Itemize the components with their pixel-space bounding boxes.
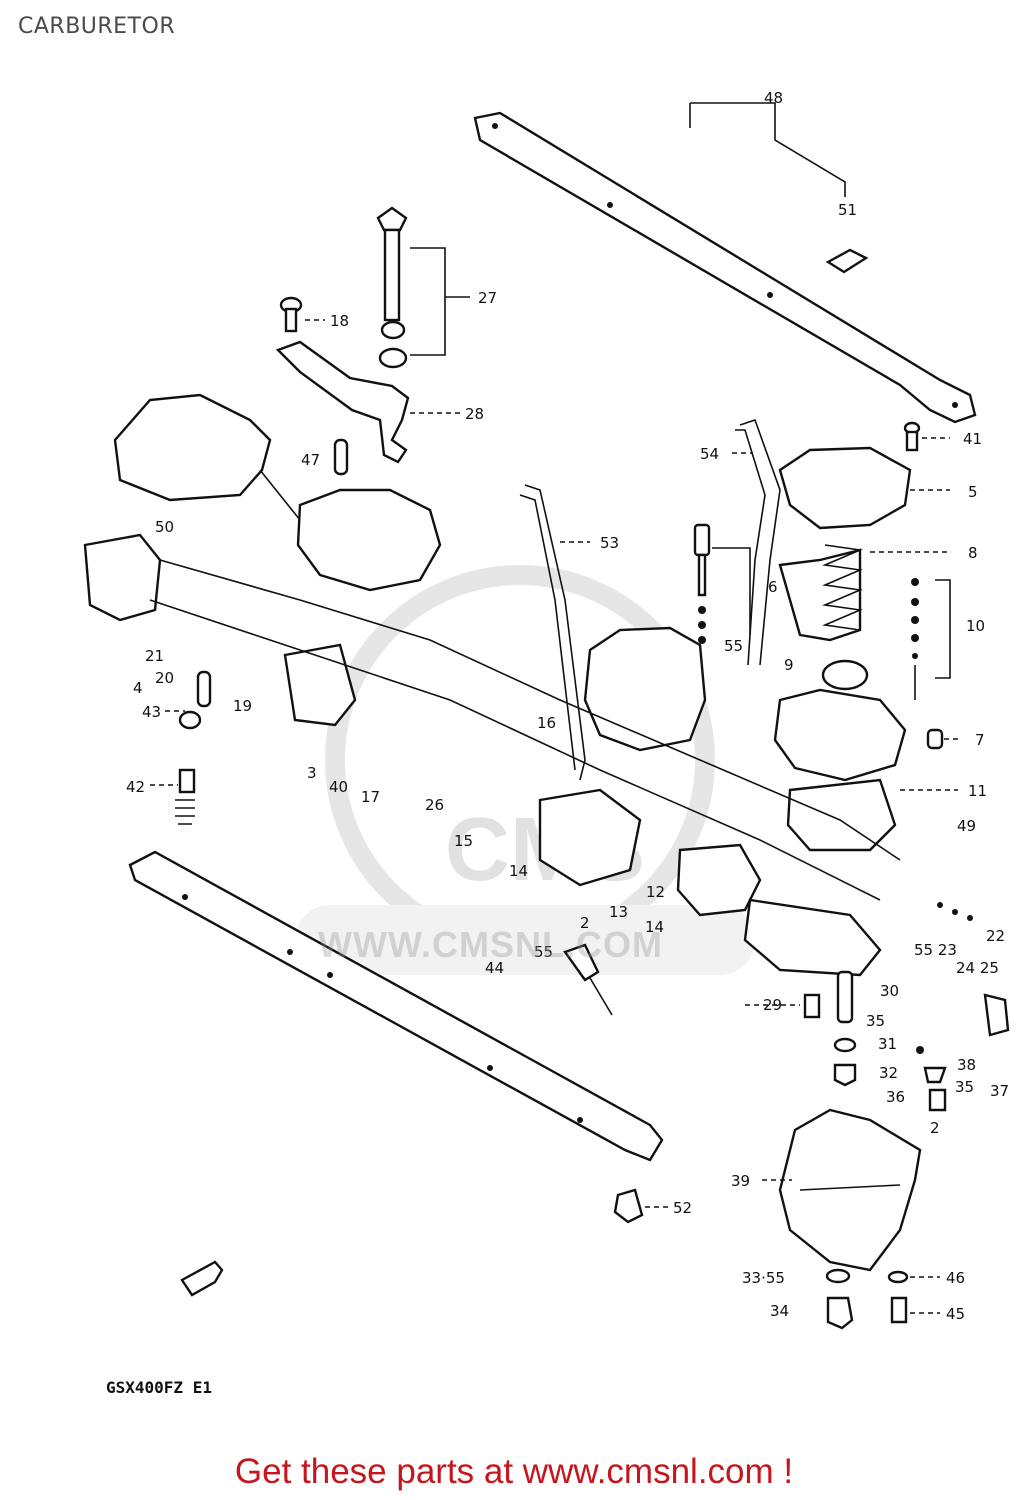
callout-19: 19 [233,697,252,715]
float-valve-parts [803,902,1010,1112]
callout-11: 11 [968,782,987,800]
callout-36: 36 [886,1088,905,1106]
pin-20 [196,670,212,708]
callout-31: 31 [878,1035,897,1053]
callout-41: 41 [963,430,982,448]
callout-13: 13 [609,903,628,921]
callout-49: 49 [957,817,976,835]
callout-3: 3 [307,764,317,782]
callout-48: 48 [764,89,783,107]
callout-2b: 2 [930,1119,940,1137]
washer-33 [825,1268,851,1284]
callout-14a: 14 [509,862,528,880]
washer-43 [178,710,202,730]
parts-store-link[interactable]: Get these parts at www.cmsnl.com ! [234,1452,794,1491]
callout-43: 43 [142,703,161,721]
plug-34 [826,1296,854,1330]
callout-47: 47 [301,451,320,469]
callout-50: 50 [155,518,174,536]
callout-24-25: 24 25 [956,959,999,977]
screw-42 [175,768,196,825]
watermark-logo [295,565,755,975]
callout-7: 7 [975,731,985,749]
callout-38: 38 [957,1056,976,1074]
callout-15: 15 [454,832,473,850]
callout-12: 12 [646,883,665,901]
needle-set-10 [911,578,919,700]
tube-53 [519,484,586,781]
callout-55a: 55 [724,637,743,655]
top-bracket-plate [473,111,977,424]
callout-53: 53 [600,534,619,552]
callout-52: 52 [673,1199,692,1217]
callout-42: 42 [126,778,145,796]
washer-46 [887,1270,909,1284]
jet-6 [693,523,711,644]
callout-5: 5 [968,483,978,501]
callout-35a: 35 [866,1012,885,1030]
callout-35b: 35 [955,1078,974,1096]
hose-54 [735,418,781,666]
callout-17: 17 [361,788,380,806]
callout-2a: 2 [580,914,590,932]
callout-46: 46 [946,1269,965,1287]
callout-30: 30 [880,982,899,1000]
lower-bracket-plate [128,850,664,1162]
screw-45 [890,1296,908,1324]
callout-9: 9 [784,656,794,674]
callout-27: 27 [478,289,497,307]
callout-37: 37 [990,1082,1009,1100]
callout-4: 4 [133,679,143,697]
callout-51: 51 [838,201,857,219]
float-bowl-39 [778,1108,922,1272]
callout-55b: 55 [534,943,553,961]
watermark-text: WWW.CMSNL.COM [318,924,663,965]
carburetor-assembly [83,393,912,977]
callout-54: 54 [700,445,719,463]
callout-55-23: 55 23 [914,941,957,959]
callout-26: 26 [425,796,444,814]
screw-27 [376,206,408,369]
page-title: CARBURETOR [18,14,176,39]
callout-29: 29 [763,996,782,1014]
callout-labels: 48 51 27 18 28 41 54 5 47 53 50 8 6 10 5… [126,89,1009,1323]
callout-22: 22 [986,927,1005,945]
bolt-18 [279,296,303,333]
spring-8 [822,544,863,631]
callout-6: 6 [768,578,778,596]
callout-14b: 14 [645,918,664,936]
callout-16: 16 [537,714,556,732]
callout-32: 32 [879,1064,898,1082]
callout-34: 34 [770,1302,789,1320]
callout-45: 45 [946,1305,965,1323]
callout-10: 10 [966,617,985,635]
drain-screw-44 [563,943,613,1016]
callout-40: 40 [329,778,348,796]
screw-51 [825,248,869,274]
link-lever-28 [275,340,410,464]
pin-47 [333,438,349,476]
callout-8: 8 [968,544,978,562]
callout-21: 21 [145,647,164,665]
callout-33-55: 33·55 [742,1269,785,1287]
callout-20: 20 [155,669,174,687]
callout-28: 28 [465,405,484,423]
screw-41 [903,421,921,452]
callout-44: 44 [485,959,504,977]
screw-52 [613,1188,644,1224]
screw-7 [926,728,944,750]
callout-39: 39 [731,1172,750,1190]
callout-18: 18 [330,312,349,330]
model-code: GSX400FZ E1 [106,1378,212,1397]
front-arrow-icon [180,1260,224,1297]
